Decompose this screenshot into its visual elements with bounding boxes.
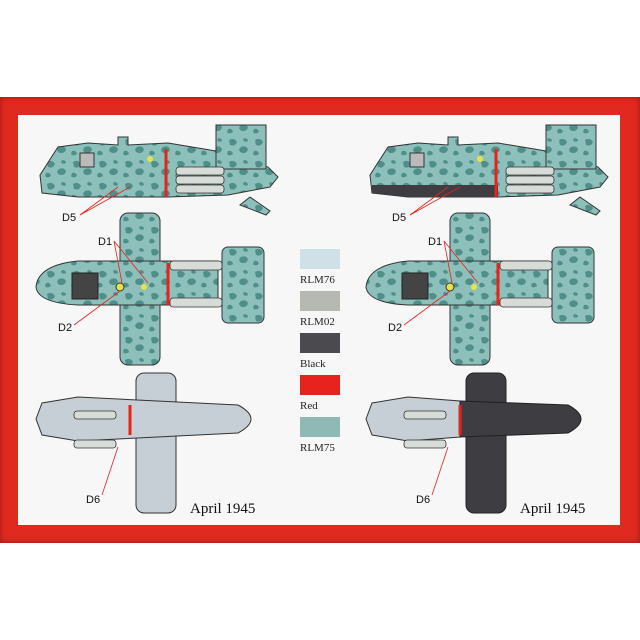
instruction-panel: D5 D1 D2 — [18, 115, 620, 525]
right-top-decal-label-2: D2 — [388, 322, 402, 334]
right-date: April 1945 — [520, 501, 585, 517]
swatch-rlm76 — [300, 249, 340, 269]
left-top-view: D1 D2 — [35, 212, 265, 366]
swatch-rlm75 — [300, 417, 340, 437]
swatch-red — [300, 375, 340, 395]
left-date: April 1945 — [190, 501, 255, 517]
swatch-rlm76-label: RLM76 — [300, 274, 335, 286]
swatch-red-label: Red — [300, 400, 318, 412]
swatch-black — [300, 333, 340, 353]
color-legend: RLM76 RLM02 Black Red RLM75 — [300, 249, 340, 454]
decal-sheet-frame: D5 D1 D2 — [0, 97, 640, 543]
left-top-decal-label-1: D1 — [98, 236, 112, 248]
swatch-rlm75-label: RLM75 — [300, 442, 335, 454]
right-side-decal-label: D5 — [392, 212, 406, 224]
swatch-rlm02-label: RLM02 — [300, 316, 335, 328]
right-top-view: D1 D2 — [365, 212, 595, 366]
left-underside-view: D6 April 1945 — [35, 372, 255, 517]
right-top-decal-label-1: D1 — [428, 236, 442, 248]
right-under-decal-label: D6 — [416, 494, 430, 506]
swatch-rlm02 — [300, 291, 340, 311]
left-side-profile: D5 — [39, 124, 279, 224]
right-underside-view: D6 April 1945 — [365, 372, 585, 517]
swatch-black-label: Black — [300, 358, 326, 370]
left-under-decal-label: D6 — [86, 494, 100, 506]
right-side-profile: D5 — [369, 124, 609, 224]
left-top-decal-label-2: D2 — [58, 322, 72, 334]
camouflage-drawings: D5 D1 D2 — [35, 124, 609, 517]
left-side-decal-label: D5 — [62, 212, 76, 224]
